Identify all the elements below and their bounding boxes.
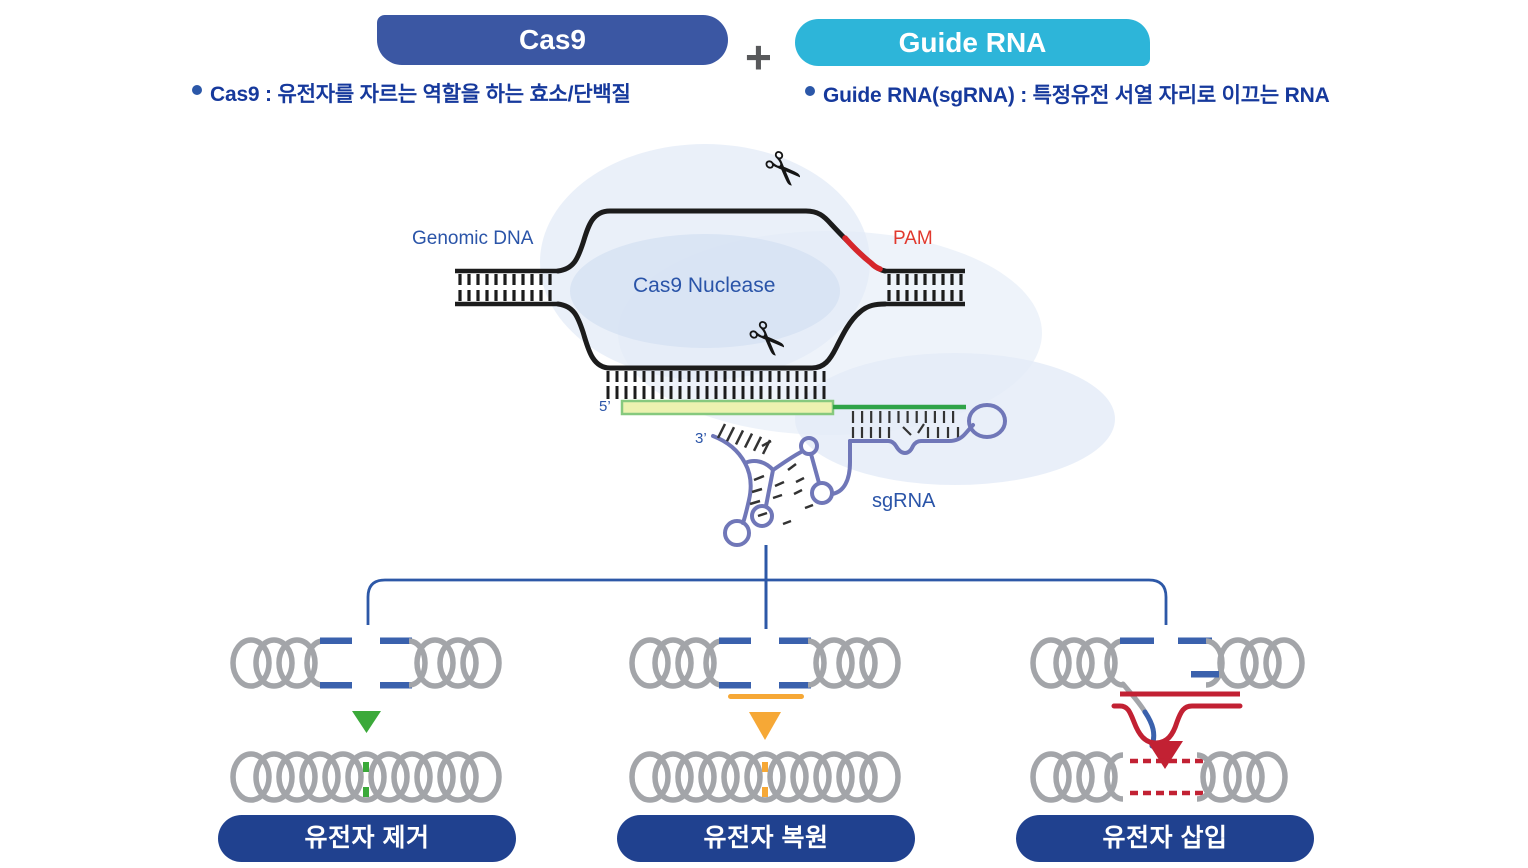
- restore-arrow: [749, 712, 781, 740]
- sgrna-hairpin-loop: [810, 481, 834, 505]
- dna-ladder-rungs: [887, 274, 963, 285]
- guide-rna-definition: Guide RNA(sgRNA) : 특정유전 서열 자리로 이끄는 RNA: [805, 79, 1330, 109]
- pam-segment: [842, 235, 883, 272]
- guide-rna-definition-text: Guide RNA(sgRNA) : 특정유전 서열 자리로 이끄는 RNA: [823, 84, 1330, 107]
- sgrna-strand: [830, 439, 852, 496]
- panel-insert-cut-helix: [1033, 638, 1302, 749]
- basepair-rungs: [606, 371, 826, 382]
- sgrna-strand: [771, 450, 803, 472]
- dna-ladder-rails: [455, 268, 965, 307]
- panel-restore-repaired-helix: [632, 754, 898, 800]
- sgrna-end-loop: [967, 403, 1007, 439]
- sgrna-label: sgRNA: [872, 490, 936, 512]
- insert-arrow: [1147, 741, 1183, 769]
- cas9-definition: Cas9 : 유전자를 자르는 역할을 하는 효소/단백질: [192, 78, 631, 108]
- cas9-nuclease-label: Cas9 Nuclease: [633, 274, 776, 297]
- sgrna-hairpin-loop: [750, 504, 774, 528]
- sgrna-basepair-ticks: [926, 427, 960, 438]
- pill-gene-insert: 유전자 삽입: [1016, 815, 1314, 862]
- removal-arrow: [352, 711, 381, 733]
- sgrna-hatch-marks: [716, 423, 772, 455]
- sgrna-basepair-ticks: [902, 423, 925, 436]
- panel-restore-cut-helix: [632, 638, 898, 689]
- basepair-rungs: [606, 386, 826, 399]
- cas9-badge: Cas9: [377, 15, 728, 65]
- five-prime-label: 5’: [599, 398, 611, 415]
- pam-label: PAM: [893, 228, 933, 249]
- plus-icon: +: [745, 31, 772, 83]
- bullet-icon: [192, 85, 202, 95]
- dna-ladder-rungs: [458, 290, 552, 301]
- sgrna-strand: [848, 423, 975, 456]
- genomic-dna-label: Genomic DNA: [412, 228, 534, 249]
- panel-insert-repaired-helix: [1033, 754, 1285, 800]
- glow-ellipse: [795, 353, 1115, 485]
- dna-ladder-rungs: [887, 290, 963, 301]
- sgrna-strand: [711, 434, 753, 525]
- sgrna-hairpin-loop: [723, 519, 751, 547]
- dna-ladder-rungs: [458, 274, 552, 285]
- guide-rna-badge: Guide RNA: [795, 19, 1150, 66]
- sgrna-basepair-dashes: [749, 439, 814, 526]
- panel-removal-repaired-helix: [233, 754, 499, 800]
- sgrna-strand: [809, 452, 821, 485]
- guide-spacer-bar: [620, 399, 835, 416]
- glow-ellipse: [570, 234, 840, 348]
- lower-dna-strand: [555, 301, 888, 371]
- donor-dna-loop: [1111, 703, 1243, 746]
- cas9-definition-text: Cas9 : 유전자를 자르는 역할을 하는 효소/단백질: [210, 83, 631, 106]
- panel-removal-cut-helix: [233, 638, 499, 689]
- bullet-icon: [805, 86, 815, 96]
- pill-gene-removal: 유전자 제거: [218, 815, 516, 862]
- donor-template-line: [728, 694, 804, 699]
- three-prime-label: 3’: [695, 430, 707, 447]
- sgrna-basepair-ticks: [851, 411, 955, 423]
- sgrna-basepair-ticks: [851, 427, 891, 438]
- connector-bracket: [366, 578, 1168, 625]
- pill-gene-restore: 유전자 복원: [617, 815, 915, 862]
